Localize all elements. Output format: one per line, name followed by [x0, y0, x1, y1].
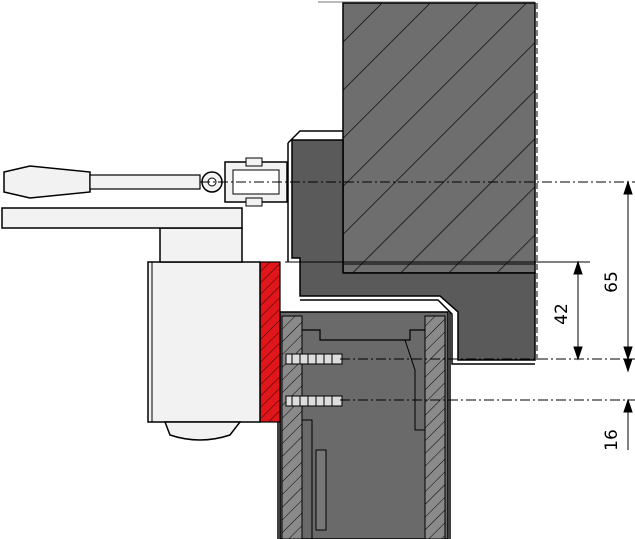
closer-arm — [1, 157, 288, 229]
dimension-42-label: 42 — [552, 303, 572, 325]
fixing-screw-lower — [285, 395, 343, 407]
door-leaf — [277, 311, 451, 539]
dimension-65-label: 65 — [602, 271, 622, 293]
dimension-16-label: 16 — [602, 429, 622, 451]
mounting-plate — [259, 261, 281, 423]
fixing-screw-upper — [285, 353, 343, 365]
dimension-lines — [200, 180, 635, 450]
door-frame-profile — [287, 130, 536, 365]
door-closer-icon — [147, 227, 261, 441]
